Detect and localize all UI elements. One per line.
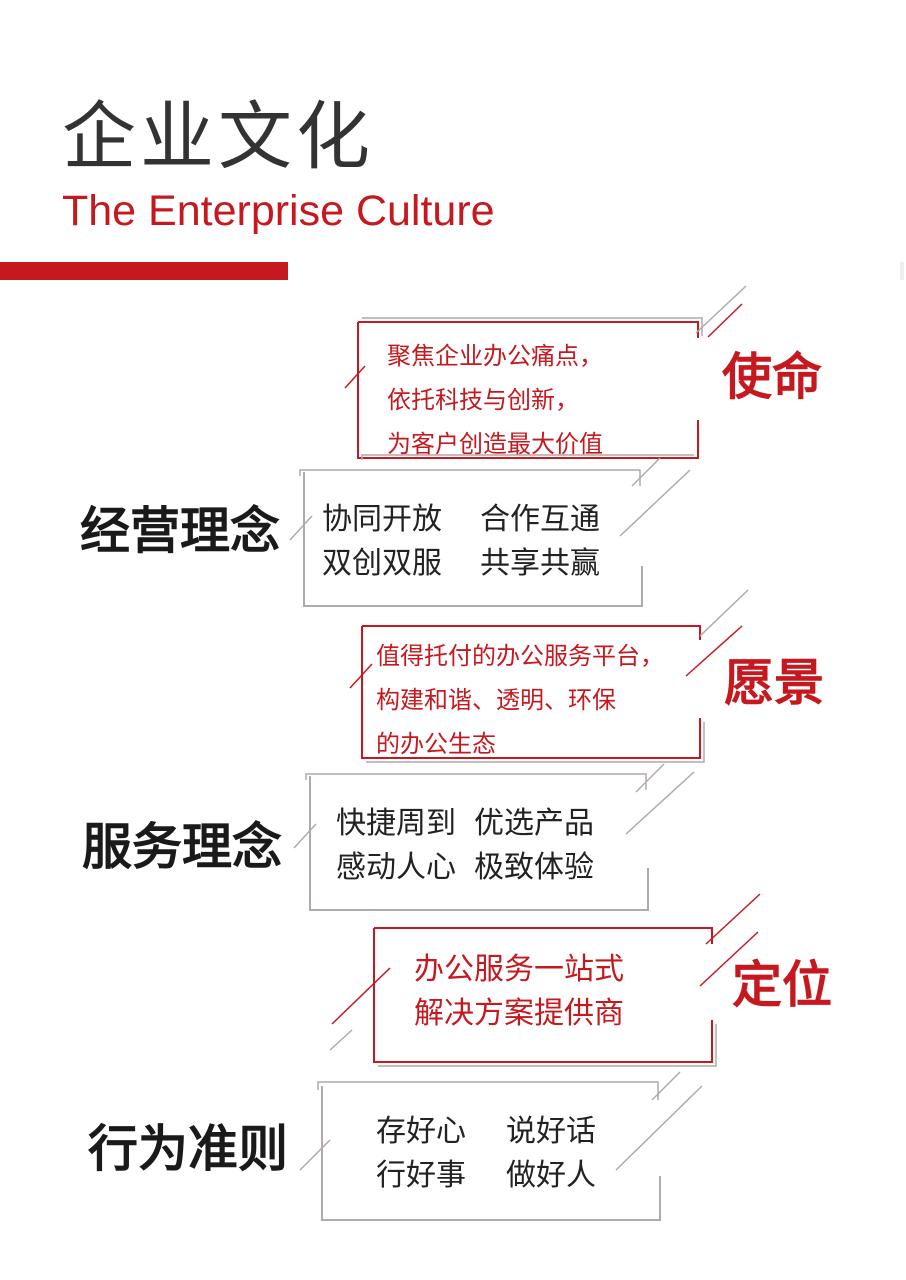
service-value: 极致体验 bbox=[474, 850, 594, 885]
business-philosophy-label: 经营理念 bbox=[80, 501, 280, 560]
mission-label: 使命 bbox=[722, 347, 822, 406]
edge-mark bbox=[900, 262, 904, 280]
conduct-row: 存好心 说好话 bbox=[376, 1110, 596, 1154]
conduct-frame bbox=[299, 1071, 703, 1221]
conduct-row: 行好事 做好人 bbox=[376, 1154, 596, 1198]
conduct-value: 说好话 bbox=[506, 1114, 596, 1149]
mission-line: 为客户创造最大价值 bbox=[387, 430, 603, 458]
page-subtitle: The Enterprise Culture bbox=[62, 187, 495, 235]
business-value: 协同开放 bbox=[322, 502, 442, 537]
positioning-label: 定位 bbox=[732, 955, 832, 1014]
vision-line: 的办公生态 bbox=[376, 730, 496, 758]
conduct-value: 存好心 bbox=[376, 1114, 466, 1149]
business-value: 共享共赢 bbox=[480, 546, 600, 581]
business-row: 协同开放 合作互通 bbox=[322, 498, 600, 542]
service-value: 优选产品 bbox=[474, 806, 594, 841]
positioning-frame bbox=[329, 893, 761, 1067]
mission-frame bbox=[344, 285, 747, 460]
mission-line: 依托科技与创新， bbox=[387, 386, 579, 414]
vision-frame bbox=[349, 589, 749, 763]
vision-line: 值得托付的办公服务平台， bbox=[376, 642, 664, 670]
business-frame bbox=[289, 457, 691, 607]
positioning-text-block: 办公服务一站式 解决方案提供商 bbox=[414, 948, 624, 1036]
page-title: 企业文化 bbox=[62, 94, 374, 180]
code-of-conduct-label: 行为准则 bbox=[88, 1119, 288, 1178]
service-row: 快捷周到优选产品 bbox=[336, 802, 594, 846]
service-value: 感动人心 bbox=[336, 850, 456, 885]
business-value: 合作互通 bbox=[480, 502, 600, 537]
business-row: 双创双服 共享共赢 bbox=[322, 542, 600, 586]
service-philosophy-label: 服务理念 bbox=[82, 817, 282, 876]
business-philosophy-text-block: 协同开放 合作互通 双创双服 共享共赢 bbox=[322, 498, 600, 586]
title-accent-bar bbox=[0, 262, 288, 280]
service-philosophy-text-block: 快捷周到优选产品 感动人心极致体验 bbox=[336, 802, 594, 890]
positioning-line: 办公服务一站式 bbox=[414, 952, 624, 987]
service-frame bbox=[293, 763, 695, 911]
service-row: 感动人心极致体验 bbox=[336, 846, 594, 890]
vision-line: 构建和谐、透明、环保 bbox=[376, 686, 616, 714]
positioning-line: 解决方案提供商 bbox=[414, 996, 624, 1031]
code-of-conduct-text-block: 存好心 说好话 行好事 做好人 bbox=[376, 1110, 596, 1198]
conduct-value: 做好人 bbox=[506, 1158, 596, 1193]
business-value: 双创双服 bbox=[322, 546, 442, 581]
vision-label: 愿景 bbox=[724, 653, 824, 712]
mission-text-block: 聚焦企业办公痛点， 依托科技与创新， 为客户创造最大价值 bbox=[387, 334, 603, 466]
mission-line: 聚焦企业办公痛点， bbox=[387, 342, 603, 370]
conduct-value: 行好事 bbox=[376, 1158, 466, 1193]
vision-text-block: 值得托付的办公服务平台， 构建和谐、透明、环保 的办公生态 bbox=[376, 634, 664, 766]
service-value: 快捷周到 bbox=[336, 806, 456, 841]
